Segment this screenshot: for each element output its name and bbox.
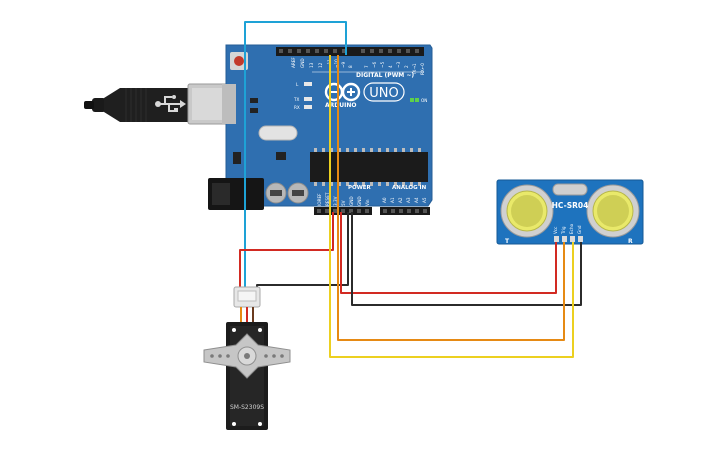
servo-mount-holes bbox=[232, 328, 262, 426]
pin-label-5v: 5V bbox=[341, 200, 346, 206]
analog-pin-labels: A0 A1 A2 A3 A4 A5 bbox=[382, 197, 427, 203]
pin-label-a2: A2 bbox=[398, 197, 403, 203]
sensor-marker-r: R bbox=[628, 238, 633, 245]
servo-hub-screw bbox=[244, 353, 250, 359]
power-label: POWER bbox=[348, 185, 372, 191]
servo-connector-inner bbox=[237, 290, 257, 302]
sensor-pin-vcc: Vcc bbox=[553, 226, 558, 234]
pin-label-5: ~5 bbox=[380, 61, 385, 68]
pin-label-3: ~3 bbox=[396, 61, 401, 68]
wires bbox=[239, 21, 582, 358]
led-rx bbox=[304, 105, 312, 109]
pin-label-7: 7 bbox=[364, 65, 369, 68]
reset-button[interactable] bbox=[234, 56, 244, 66]
sensor-crystal bbox=[552, 183, 588, 196]
pin-label-10: ~10 bbox=[334, 59, 339, 68]
pin-label-9: ~9 bbox=[341, 61, 346, 68]
pin-label-vin: Vin bbox=[365, 199, 370, 206]
pin-label-8: 8 bbox=[348, 65, 353, 68]
capacitor-1-mark bbox=[270, 190, 282, 196]
atmega-chip bbox=[310, 152, 428, 182]
analog-header bbox=[380, 207, 430, 215]
chip-pins bbox=[314, 148, 421, 186]
led-on bbox=[410, 98, 414, 102]
arduino-uno-board[interactable]: AREF GND 13 12 ~11 ~10 ~9 8 7 ~6 ~5 4 ~3… bbox=[208, 44, 433, 215]
power-pin-labels: IOREF RESET 3.3V 5V GND GND Vin bbox=[317, 192, 370, 206]
analog-label: ANALOG IN bbox=[392, 185, 427, 191]
smd-component-1 bbox=[250, 98, 258, 103]
sensor-model-label: HC-SR04 bbox=[552, 201, 589, 210]
sensor-transducer-right bbox=[586, 184, 640, 238]
led-rx-label: RX bbox=[294, 105, 300, 110]
servo-horn-holes bbox=[210, 354, 284, 358]
usb-cable-stub bbox=[84, 101, 94, 109]
usb-cable-end bbox=[92, 98, 106, 112]
uno-badge bbox=[363, 82, 405, 102]
pin-label-a0: A0 bbox=[382, 197, 387, 203]
led-l-label: L bbox=[296, 82, 299, 87]
pin-label-13: 13 bbox=[309, 62, 314, 68]
capacitor-2-mark bbox=[292, 190, 304, 196]
pin-label-rx: RX←0 bbox=[420, 63, 425, 75]
hc-sr04-sensor[interactable]: HC-SR04 T R Vcc Trig Echo Gnd bbox=[496, 179, 644, 245]
pin-label-a4: A4 bbox=[414, 197, 419, 203]
wire-sensor-echo[interactable] bbox=[329, 55, 574, 358]
servo-motor[interactable]: SM-S2309S bbox=[203, 286, 291, 430]
digital-header-holes bbox=[279, 49, 419, 53]
sensor-pin-echo: Echo bbox=[569, 223, 574, 234]
model-label: UNO bbox=[369, 86, 398, 101]
sensor-header-pins bbox=[554, 236, 583, 242]
pin-label-12: 12 bbox=[318, 62, 323, 68]
pin-label-ioref: IOREF bbox=[317, 193, 322, 206]
sensor-transducer-left bbox=[500, 184, 554, 238]
pin-label-a3: A3 bbox=[406, 197, 411, 203]
brand-label: ARDUINO bbox=[325, 102, 356, 109]
digital-pin-labels: AREF GND 13 12 ~11 ~10 ~9 8 7 ~6 ~5 4 ~3… bbox=[291, 57, 425, 76]
pin-label-6: ~6 bbox=[372, 61, 377, 68]
pin-label-2: 2 bbox=[404, 65, 409, 68]
power-jack-slot bbox=[212, 183, 230, 205]
regulator bbox=[233, 152, 241, 164]
small-ic bbox=[276, 152, 286, 160]
led-tx-label: TX bbox=[293, 97, 300, 102]
led-on-2 bbox=[415, 98, 419, 102]
wire-servo-signal[interactable] bbox=[244, 21, 347, 290]
led-tx bbox=[304, 97, 312, 101]
usb-jack bbox=[222, 84, 236, 124]
pin-label-gnd: GND bbox=[300, 58, 305, 68]
pin-label-aref: AREF bbox=[291, 57, 296, 68]
digital-label: DIGITAL (PWM ~) bbox=[356, 72, 414, 79]
sensor-marker-t: T bbox=[505, 238, 510, 245]
servo-model-label: SM-S2309S bbox=[230, 404, 264, 411]
pin-label-tx: TX→1 bbox=[412, 63, 417, 76]
wire-sensor-trig[interactable] bbox=[337, 55, 565, 341]
pin-label-a5: A5 bbox=[422, 197, 427, 203]
usb-plug-grip bbox=[125, 88, 147, 122]
sensor-pin-gnd: Gnd bbox=[577, 225, 582, 234]
crystal-oscillator bbox=[258, 125, 298, 141]
usb-cable bbox=[84, 83, 241, 125]
pin-label-gnd-1: GND bbox=[349, 196, 354, 206]
pin-label-a1: A1 bbox=[390, 197, 395, 203]
digital-header bbox=[276, 47, 424, 56]
led-on-label: ON bbox=[421, 98, 427, 103]
arduino-logo bbox=[324, 82, 361, 102]
pin-label-4: 4 bbox=[388, 65, 393, 68]
wire-sensor-ground[interactable] bbox=[351, 212, 582, 306]
pin-label-reset: RESET bbox=[325, 192, 330, 206]
servo-leads bbox=[240, 307, 254, 324]
usb-trident-icon bbox=[155, 95, 186, 112]
sensor-pin-labels: Vcc Trig Echo Gnd bbox=[553, 223, 582, 235]
pin-label-gnd-2: GND bbox=[357, 196, 362, 206]
wire-servo-power[interactable] bbox=[239, 212, 334, 291]
pin-label-3v3: 3.3V bbox=[333, 196, 338, 206]
led-l bbox=[304, 82, 312, 86]
sensor-pin-trig: Trig bbox=[561, 226, 566, 235]
wire-sensor-vcc[interactable] bbox=[340, 212, 557, 294]
bottom-header-holes bbox=[317, 209, 427, 213]
smd-component-2 bbox=[250, 108, 258, 113]
